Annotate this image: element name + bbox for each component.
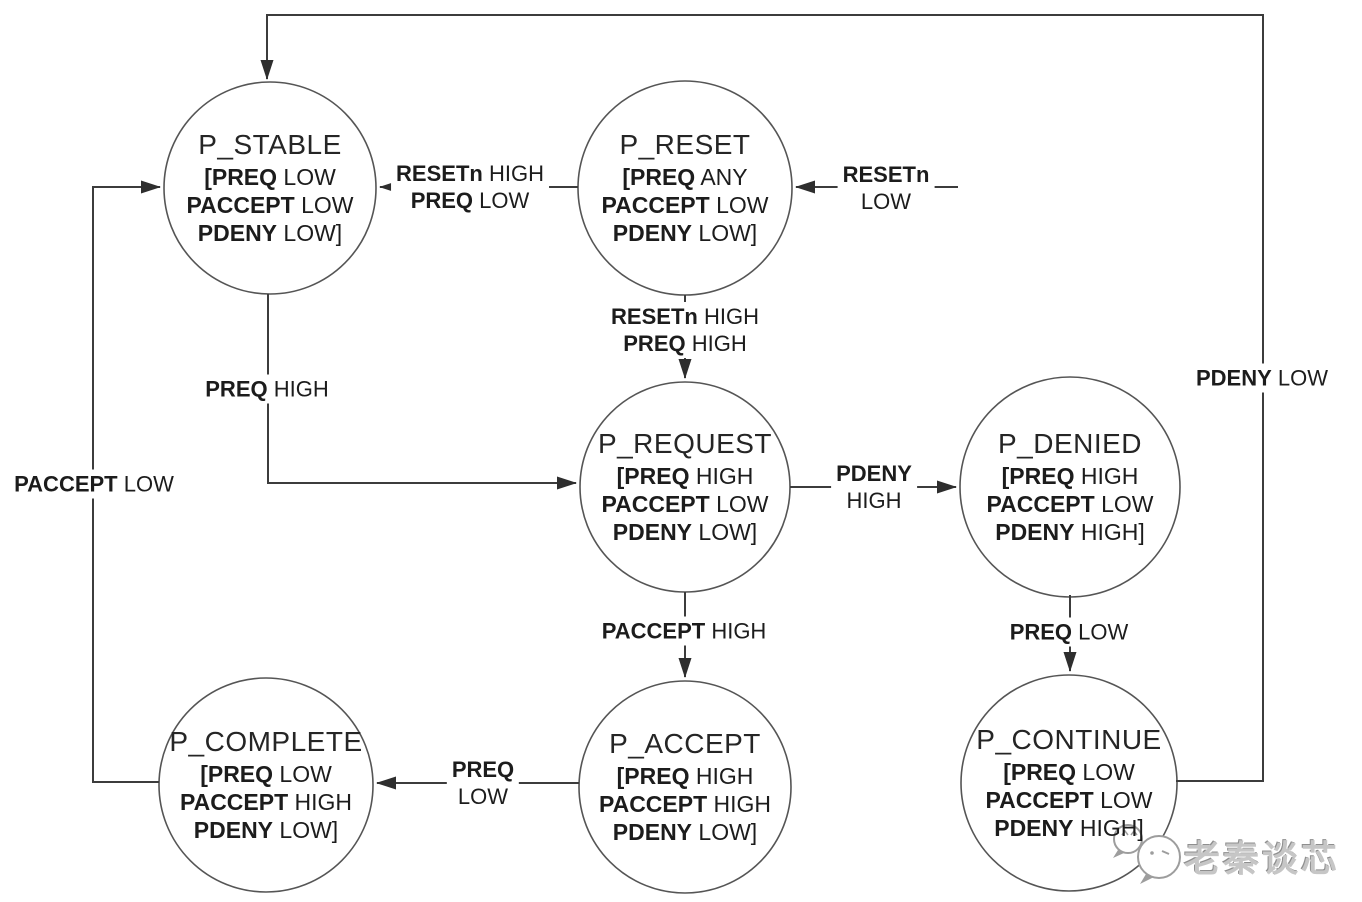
state-attr-paccept: PACCEPT LOW <box>601 192 769 218</box>
transition-label-request-to-denied: PDENY HIGH <box>831 459 917 515</box>
state-attr-pdeny: PDENY LOW] <box>612 220 758 246</box>
state-attr-preq: [PREQ LOW <box>204 164 336 190</box>
state-attr-pdeny: PDENY LOW] <box>612 519 758 545</box>
state-p-denied: P_DENIED [PREQ HIGH PACCEPT LOW PDENY HI… <box>950 428 1190 546</box>
state-title: P_ACCEPT <box>609 728 761 759</box>
label-line: LOW <box>457 784 509 809</box>
label-line: PACCEPT LOW <box>14 471 174 497</box>
state-attr-preq: [PREQ LOW <box>1003 759 1135 785</box>
transition-label-denied-to-continue: PREQ LOW <box>1004 617 1134 647</box>
state-attr-pdeny: PDENY LOW] <box>612 819 758 845</box>
state-circle-p-accept <box>578 680 792 894</box>
watermark-text: 老秦谈芯 <box>1183 838 1341 879</box>
transition-label-reset-to-request: RESETn HIGH PREQ HIGH <box>606 302 764 358</box>
state-p-stable: P_STABLE [PREQ LOW PACCEPT LOW PDENY LOW… <box>150 129 390 247</box>
label-line: PREQ <box>451 757 515 782</box>
label-line: PREQ LOW <box>1009 619 1129 645</box>
state-attr-preq: [PREQ HIGH <box>616 763 754 789</box>
state-attr-paccept: PACCEPT LOW <box>186 192 354 218</box>
state-title: P_COMPLETE <box>169 726 363 757</box>
watermark-logo <box>1113 824 1181 884</box>
state-attr-pdeny: PDENY HIGH] <box>995 519 1145 545</box>
transition-label-accept-to-complete: PREQ LOW <box>446 755 520 811</box>
label-line: PREQ LOW <box>410 188 530 213</box>
transition-label-reset-entry: RESETn LOW <box>837 160 935 216</box>
transition-label-complete-to-stable: PACCEPT LOW <box>9 469 179 499</box>
arrow-stable-to-request <box>267 294 577 490</box>
state-p-request: P_REQUEST [PREQ HIGH PACCEPT LOW PDENY L… <box>565 428 805 546</box>
state-attr-paccept: PACCEPT HIGH <box>179 789 353 815</box>
label-line: PDENY LOW <box>1195 365 1329 391</box>
transition-label-reset-to-stable: RESETn HIGH PREQ LOW <box>391 159 549 215</box>
transition-label-continue-to-stable: PDENY LOW <box>1190 363 1334 393</box>
label-line: RESETn HIGH <box>396 161 544 186</box>
label-line: HIGH <box>846 488 902 513</box>
state-circle-p-stable <box>163 81 377 295</box>
state-title: P_STABLE <box>198 129 342 160</box>
transition-label-request-to-accept: PACCEPT HIGH <box>596 616 772 646</box>
transition-label-stable-to-request: PREQ HIGH <box>200 374 334 404</box>
state-attr-paccept: PACCEPT LOW <box>601 491 769 517</box>
label-line: RESETn HIGH <box>611 304 759 329</box>
state-attr-paccept: PACCEPT LOW <box>985 787 1153 813</box>
state-p-accept: P_ACCEPT [PREQ HIGH PACCEPT HIGH PDENY L… <box>565 728 805 846</box>
state-title: P_RESET <box>619 129 751 160</box>
state-attr-preq: [PREQ HIGH <box>616 463 754 489</box>
state-attr-paccept: PACCEPT LOW <box>986 491 1154 517</box>
arrow-continue-to-stable <box>260 14 1264 782</box>
state-circle-p-complete <box>158 677 374 893</box>
state-attr-pdeny: PDENY LOW] <box>197 220 343 246</box>
state-attr-preq: [PREQ ANY <box>622 164 748 190</box>
label-line: PREQ HIGH <box>623 331 747 356</box>
label-line: PACCEPT HIGH <box>601 618 767 644</box>
label-line: PDENY <box>836 461 912 486</box>
state-p-reset: P_RESET [PREQ ANY PACCEPT LOW PDENY LOW] <box>565 129 805 247</box>
state-attr-pdeny: PDENY HIGH] <box>994 815 1144 841</box>
label-line: RESETn <box>842 162 930 187</box>
state-p-continue: P_CONTINUE [PREQ LOW PACCEPT LOW PDENY H… <box>949 724 1189 842</box>
state-p-complete: P_COMPLETE [PREQ LOW PACCEPT HIGH PDENY … <box>146 726 386 844</box>
state-title: P_REQUEST <box>597 428 773 459</box>
label-line: PREQ HIGH <box>205 376 329 402</box>
state-attr-preq: [PREQ HIGH <box>1001 463 1139 489</box>
state-title: P_CONTINUE <box>976 724 1162 755</box>
state-attr-paccept: PACCEPT HIGH <box>598 791 772 817</box>
state-title: P_DENIED <box>997 428 1143 459</box>
state-attr-preq: [PREQ LOW <box>200 761 332 787</box>
state-attr-pdeny: PDENY LOW] <box>193 817 339 843</box>
label-line: LOW <box>860 189 912 214</box>
